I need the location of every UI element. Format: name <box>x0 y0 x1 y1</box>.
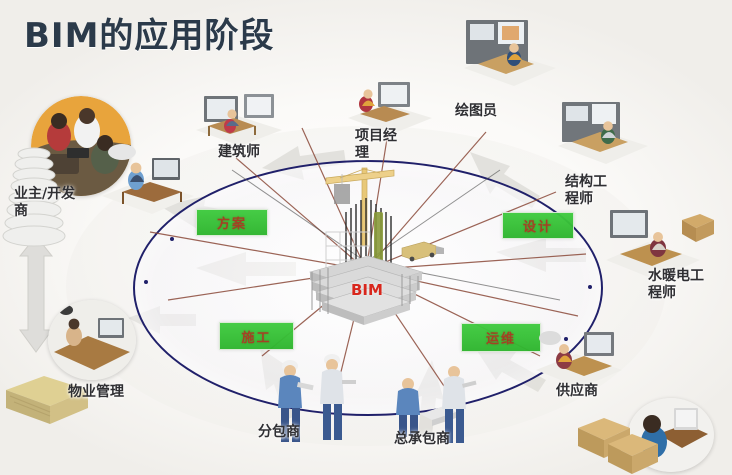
material-crates-icon <box>6 376 88 424</box>
vertical-double-arrow <box>18 235 54 353</box>
desk-scene-project-manager <box>348 82 432 134</box>
construction-workers-group <box>278 354 477 443</box>
role-label-structural-engineer: 结构工 程师 <box>565 174 607 207</box>
desk-scene-architect <box>196 94 282 146</box>
phase-box-operation[interactable]: 运维 <box>461 323 541 352</box>
desk-scene-mep-engineer <box>606 210 714 280</box>
cardboard-boxes-icon <box>578 418 658 474</box>
tower-crane-icon <box>325 167 395 247</box>
role-label-supplier: 供应商 <box>556 383 598 399</box>
phase-label-scheme: 方案 <box>216 217 247 232</box>
delivery-truck-icon <box>401 241 444 262</box>
desk-scene-structural-engineer <box>558 102 648 164</box>
role-label-property-management: 物业管理 <box>68 384 124 400</box>
photo-property-management <box>48 300 136 380</box>
phase-label-operation: 运维 <box>485 332 516 347</box>
phase-box-scheme[interactable]: 方案 <box>196 209 268 236</box>
desk-scene-supplier <box>536 331 622 388</box>
phase-label-design: 设计 <box>522 220 553 235</box>
phase-box-construction[interactable]: 施工 <box>219 322 294 350</box>
role-label-subcontractor: 分包商 <box>258 424 300 440</box>
building-stack-icon <box>2 147 66 247</box>
bim-center-label: BIM <box>351 281 383 299</box>
role-label-mep-engineer: 水暖电工 程师 <box>648 268 704 301</box>
desk-scene-draftsman <box>464 20 556 86</box>
central-building-model <box>308 167 444 325</box>
role-label-project-manager: 项目经 理 <box>355 128 397 161</box>
page-title: BIM的应用阶段 <box>24 16 275 56</box>
phase-label-construction: 施工 <box>241 330 272 346</box>
role-label-owner-developer: 业主/开发 商 <box>14 186 76 219</box>
role-label-architect: 建筑师 <box>218 144 260 160</box>
phase-box-design[interactable]: 设计 <box>502 212 574 239</box>
desk-scene-owner-developer <box>102 144 194 214</box>
role-label-draftsman: 绘图员 <box>455 103 497 119</box>
role-label-general-contractor: 总承包商 <box>394 431 450 447</box>
